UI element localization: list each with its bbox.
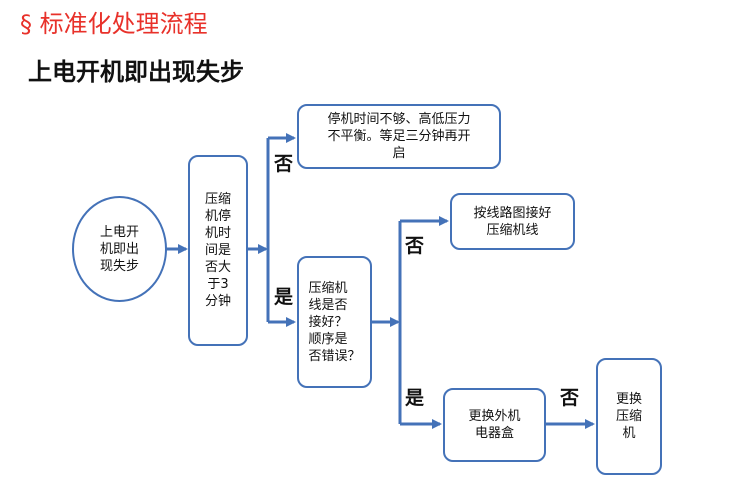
rewire-node-text: 按线路图接好 压缩机线 — [473, 205, 552, 238]
wiring-check-node: 压缩机 线是否 接好？ 顺序是 否错误？ — [297, 256, 372, 388]
replace-compressor-node-text: 更换 压缩 机 — [615, 392, 642, 441]
label-no-3: 否 — [560, 387, 580, 409]
replace-compressor-node: 更换 压缩 机 — [596, 358, 662, 475]
rewire-node: 按线路图接好 压缩机线 — [450, 193, 575, 250]
replace-box-node-text: 更换外机 电器盒 — [468, 409, 521, 441]
page-title: § 标准化处理流程 — [20, 10, 208, 38]
wiring-check-node-text: 压缩机 线是否 接好？ 顺序是 否错误？ — [308, 280, 361, 364]
page-subtitle: 上电开机即出现失步 — [28, 58, 244, 86]
label-no-1: 否 — [274, 153, 294, 175]
label-yes-1: 是 — [274, 286, 294, 308]
start-node: 上电开 机即出 现失步 — [72, 196, 167, 302]
time-check-node: 压缩 机停 机时 间是 否大 于3 分钟 — [188, 155, 248, 346]
wait-node: 停机时间不够、高低压力 不平衡。等足三分钟再开 启 — [297, 104, 501, 169]
wait-node-text: 停机时间不够、高低压力 不平衡。等足三分钟再开 启 — [327, 112, 471, 161]
label-no-2: 否 — [405, 235, 425, 257]
time-check-node-text: 压缩 机停 机时 间是 否大 于3 分钟 — [204, 192, 231, 309]
label-yes-2: 是 — [405, 387, 425, 409]
start-node-text: 上电开 机即出 现失步 — [99, 224, 139, 274]
replace-box-node: 更换外机 电器盒 — [443, 388, 546, 462]
